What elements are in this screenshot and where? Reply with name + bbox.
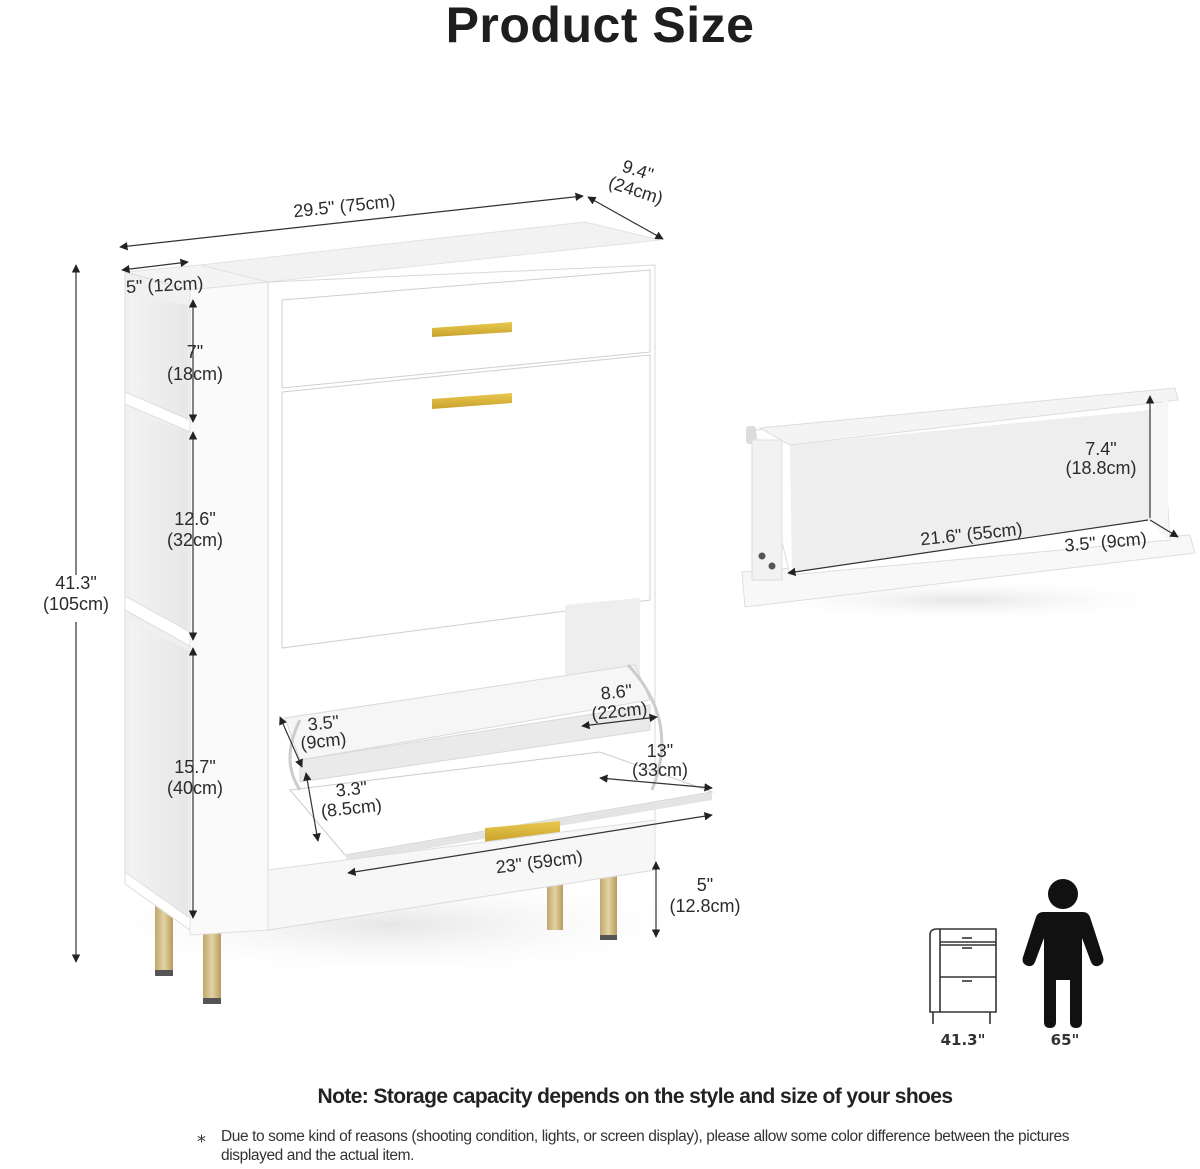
bottom-cubby-height-cm: (40cm) bbox=[167, 778, 223, 798]
drawer-dimension-labels: 7.4" (18.8cm) 21.6" (55cm) 3.5" (9cm) bbox=[919, 439, 1147, 556]
shoe-cabinet bbox=[60, 221, 720, 1004]
overall-height-cm: (105cm) bbox=[43, 594, 109, 614]
leg-height-cm: (12.8cm) bbox=[669, 896, 740, 916]
middle-cubby-height-cm: (32cm) bbox=[167, 530, 223, 550]
person-height-label: 65" bbox=[1051, 1031, 1080, 1049]
middle-cubby-height-in: 12.6" bbox=[174, 509, 215, 529]
size-comparison: 41.3" 65" bbox=[929, 879, 1104, 1049]
cabinet-leg bbox=[203, 925, 221, 1003]
flip-open-depth-in: 13" bbox=[647, 741, 673, 761]
bottom-cubby-height-in: 15.7" bbox=[174, 757, 215, 777]
flip-upper-depth-cm: (9cm) bbox=[299, 729, 347, 754]
flip-shelf-width-in: 8.6" bbox=[600, 680, 633, 703]
dimension-labels: 29.5" (75cm) 9.4" (24cm) 5" (12cm) 7" (1… bbox=[43, 156, 741, 916]
leg-height-in: 5" bbox=[697, 875, 713, 895]
flip-open-depth-cm: (33cm) bbox=[632, 760, 688, 780]
person-silhouette-icon bbox=[1022, 879, 1104, 1028]
top-cubby-height-in: 7" bbox=[187, 342, 203, 362]
flip-upper-depth-in: 3.5" bbox=[307, 711, 340, 734]
cabinet-outline-icon bbox=[929, 928, 997, 1024]
drawer-detail bbox=[730, 387, 1196, 622]
storage-note: Note: Storage capacity depends on the st… bbox=[317, 1085, 954, 1108]
cabinet-height-label: 41.3" bbox=[941, 1031, 986, 1049]
flip-door-handle bbox=[432, 393, 512, 409]
side-shelf-width-label: 5" (12cm) bbox=[126, 273, 204, 297]
disclaimer-text: Due to some kind of reasons (shooting co… bbox=[221, 1128, 1070, 1164]
page-title: Product Size bbox=[445, 0, 755, 53]
asterisk-icon: ⁎ bbox=[197, 1126, 206, 1146]
flip-lower-depth-in: 3.3" bbox=[335, 777, 368, 800]
drawer-handle bbox=[432, 322, 512, 337]
drawer-height-in: 7.4" bbox=[1085, 439, 1116, 459]
overall-height-in: 41.3" bbox=[55, 573, 96, 593]
cabinet-leg bbox=[600, 863, 617, 939]
color-disclaimer: ⁎ Due to some kind of reasons (shooting … bbox=[197, 1127, 1097, 1165]
upper-flip-door bbox=[281, 354, 651, 649]
top-cubby-height-cm: (18cm) bbox=[167, 364, 223, 384]
drawer-height-cm: (18.8cm) bbox=[1065, 458, 1136, 478]
overall-width-label: 29.5" (75cm) bbox=[292, 191, 396, 222]
